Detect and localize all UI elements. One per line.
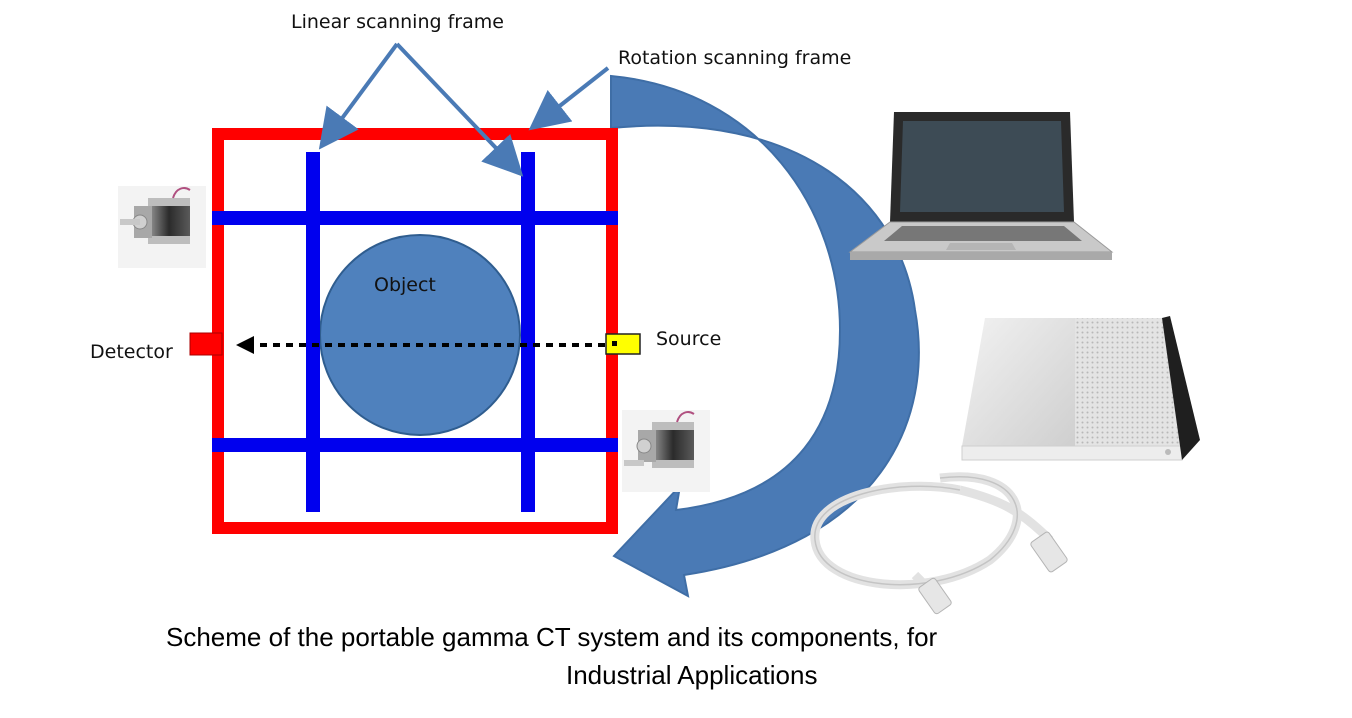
pointer-arrows <box>318 42 610 177</box>
rotation-frame-label: Rotation scanning frame <box>618 47 851 69</box>
object-label: Object <box>374 274 436 296</box>
computer-console-icon <box>961 316 1200 461</box>
linear-scanning-frame <box>212 152 618 512</box>
caption-line-1: Scheme of the portable gamma CT system a… <box>166 622 938 652</box>
rotation-scanning-arrow <box>610 74 920 598</box>
cable-connector <box>1030 531 1068 573</box>
source-aperture <box>612 341 617 346</box>
cable-connector <box>918 577 952 615</box>
detector-label: Detector <box>90 341 173 363</box>
stepper-motor-icon <box>622 410 710 492</box>
source-label: Source <box>656 328 721 350</box>
detector-block <box>189 332 223 356</box>
object-circle <box>319 234 521 436</box>
beam-arrowhead <box>236 336 254 354</box>
source-block <box>605 333 641 355</box>
caption-line-2: Industrial Applications <box>566 660 818 690</box>
linear-frame-label: Linear scanning frame <box>291 11 504 33</box>
stepper-motor-icon <box>118 186 206 268</box>
laptop-icon <box>848 112 1114 260</box>
